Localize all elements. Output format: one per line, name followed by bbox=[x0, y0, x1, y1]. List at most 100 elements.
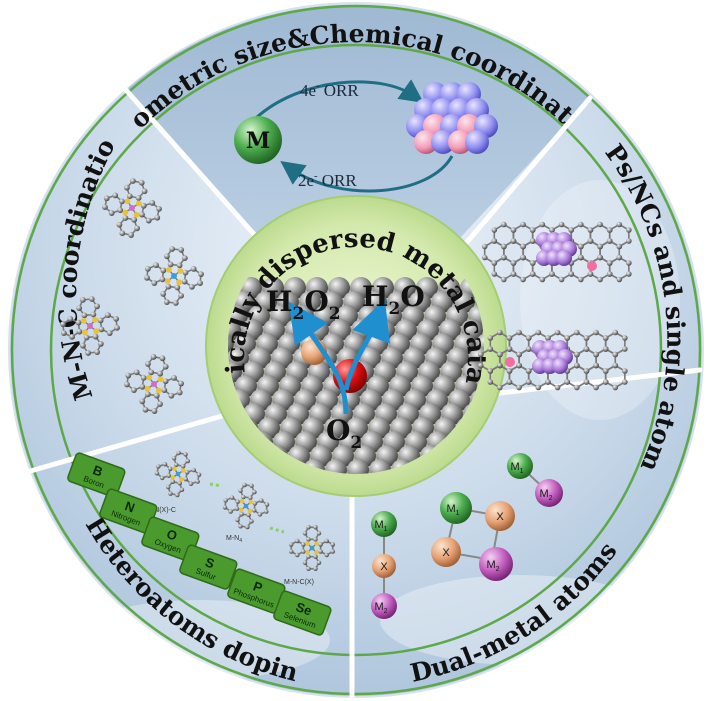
nitrogen-atom bbox=[164, 278, 171, 285]
carbon-atom bbox=[477, 351, 484, 358]
carbon-atom bbox=[622, 335, 628, 341]
nitrogen-atom bbox=[314, 541, 319, 546]
carbon-atom bbox=[172, 300, 179, 306]
lattice-atom bbox=[347, 459, 369, 474]
carbon-atom bbox=[554, 384, 561, 391]
carbon-atom bbox=[622, 379, 628, 385]
nitrogen-atom bbox=[239, 498, 245, 504]
carbon-atom bbox=[501, 221, 507, 228]
carbon-atom bbox=[242, 482, 247, 488]
nitrogen-atom bbox=[157, 376, 164, 383]
carbon-atom bbox=[497, 351, 503, 358]
tile-bg bbox=[67, 452, 126, 498]
carbon-atom bbox=[578, 221, 584, 228]
carbon-atom bbox=[148, 369, 155, 376]
carbon-atom bbox=[245, 524, 250, 530]
carbon-atom bbox=[108, 210, 115, 216]
carbon-atom bbox=[171, 455, 177, 461]
metal-center-atom bbox=[171, 273, 177, 279]
carbon-atom bbox=[171, 375, 177, 381]
carbon-atom bbox=[106, 330, 113, 336]
carbon-atom bbox=[587, 238, 594, 244]
carbon-atom bbox=[124, 184, 130, 191]
carbon-atom bbox=[235, 517, 240, 523]
carbon-atom bbox=[616, 276, 623, 283]
carbon-atom bbox=[67, 316, 74, 322]
carbon-atom bbox=[163, 299, 170, 305]
carbon-atom bbox=[497, 329, 503, 336]
outer-green-ring bbox=[10, 4, 702, 696]
cluster-atom bbox=[552, 358, 568, 374]
carbon-atom bbox=[167, 466, 173, 472]
single-atom bbox=[505, 357, 515, 367]
nitrogen-atom bbox=[179, 477, 184, 482]
carbon-atom bbox=[133, 369, 140, 376]
carbon-atom bbox=[229, 495, 235, 500]
carbon-atom bbox=[616, 254, 623, 261]
carbon-atom bbox=[198, 271, 204, 278]
dual-m1-label-center: M1 bbox=[446, 503, 459, 517]
carbon-atom bbox=[76, 305, 83, 311]
carbon-atom bbox=[174, 284, 181, 291]
carbon-atom bbox=[153, 392, 160, 399]
carbon-atom bbox=[587, 271, 594, 277]
carbon-atom bbox=[501, 243, 507, 250]
carbon-atom bbox=[97, 317, 104, 324]
carbon-atom bbox=[135, 195, 142, 201]
carbon-atom bbox=[583, 335, 590, 341]
carbon-atom bbox=[124, 381, 130, 388]
carbon-atom bbox=[257, 512, 263, 517]
label-mnc: M-N-C(X) bbox=[284, 579, 314, 586]
carbon-atom bbox=[525, 368, 532, 374]
carbon-atom bbox=[145, 391, 151, 398]
cloud bbox=[380, 575, 660, 665]
carbon-atom bbox=[128, 232, 134, 238]
carbon-atom bbox=[612, 384, 619, 391]
carbon-atom bbox=[626, 238, 632, 244]
carbon-atom bbox=[506, 368, 513, 374]
carbon-atom bbox=[61, 330, 67, 337]
carbon-atom bbox=[170, 479, 176, 485]
dual-x-atom-center-top bbox=[485, 501, 515, 531]
carbon-atom bbox=[246, 512, 251, 518]
carbon-atom bbox=[76, 328, 83, 335]
metal-center-atom bbox=[129, 205, 135, 211]
o2-label: O2 bbox=[326, 414, 362, 453]
nitrogen-atom bbox=[238, 507, 244, 513]
carbon-atom bbox=[593, 351, 600, 358]
carbon-atom bbox=[157, 401, 163, 407]
carbon-atom bbox=[535, 329, 542, 336]
lattice-atom bbox=[228, 319, 241, 341]
segment-dividers bbox=[17, 87, 703, 700]
carbon-atom bbox=[122, 215, 129, 221]
carbon-atom bbox=[612, 351, 619, 358]
carbon-atom bbox=[134, 225, 140, 232]
carbon-atom bbox=[166, 473, 172, 478]
carbon-atom bbox=[583, 368, 590, 374]
arrow-4e-orr bbox=[254, 79, 424, 120]
dual-segment: M1 X M2 M1 X X M2 M1 M2 bbox=[371, 453, 563, 619]
dual-m1-label-right: M1 bbox=[510, 461, 523, 475]
carbon-atom bbox=[626, 227, 632, 233]
arrow-2e-orr bbox=[280, 155, 454, 193]
label-mnxc: M-N(X)-C bbox=[146, 507, 176, 514]
carbon-atom bbox=[223, 498, 228, 503]
carbon-atom bbox=[183, 476, 189, 482]
dual-x-label-center-bottom: X bbox=[442, 547, 450, 559]
carbon-atom bbox=[491, 238, 498, 244]
carbon-atom bbox=[88, 296, 95, 302]
carbon-atom bbox=[189, 283, 195, 290]
carbon-atom bbox=[574, 329, 580, 336]
carbon-atom bbox=[602, 335, 609, 341]
nitrogen-atom bbox=[172, 466, 177, 471]
carbon-atom bbox=[497, 384, 503, 391]
carbon-atom bbox=[252, 501, 258, 506]
carbon-atom bbox=[188, 481, 194, 487]
carbon-atom bbox=[249, 519, 254, 524]
dual-m2-atom-right bbox=[535, 479, 563, 507]
carbon-atom bbox=[597, 221, 603, 228]
carbon-atom bbox=[626, 260, 632, 266]
carbon-atom bbox=[602, 368, 609, 374]
